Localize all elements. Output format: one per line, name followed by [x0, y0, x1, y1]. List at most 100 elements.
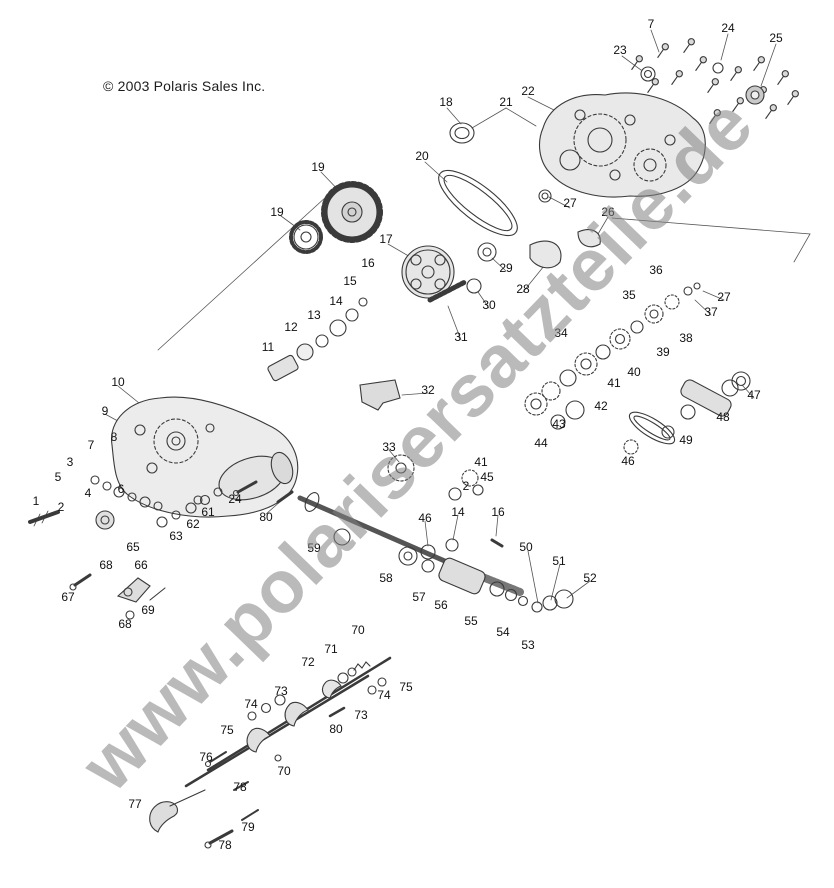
- clutch-sprocket-assembly: [401, 240, 562, 303]
- part-callout-68: 68: [99, 558, 113, 572]
- part-callout-17: 17: [379, 232, 393, 246]
- part-callout-70: 70: [277, 764, 291, 778]
- main-output-shaft: [297, 454, 574, 613]
- part-callout-56: 56: [434, 598, 448, 612]
- part-callout-20: 20: [415, 149, 429, 163]
- part-callout-31: 31: [454, 330, 468, 344]
- part-callout-24: 24: [228, 492, 242, 506]
- part-callout-27: 27: [563, 196, 577, 210]
- part-callout-2: 2: [462, 479, 470, 493]
- part-callout-8: 8: [110, 430, 118, 444]
- left-fastener-chain: [28, 475, 294, 530]
- part-callout-22: 22: [521, 84, 535, 98]
- part-callout-73: 73: [274, 684, 288, 698]
- part-callout-10: 10: [111, 375, 125, 389]
- part-callout-79: 79: [241, 820, 255, 834]
- part-callout-68: 68: [118, 617, 132, 631]
- part-callout-5: 5: [54, 470, 62, 484]
- part-callout-58: 58: [379, 571, 393, 585]
- part-callout-65: 65: [126, 540, 140, 554]
- part-callout-63: 63: [169, 529, 183, 543]
- part-callout-7: 7: [647, 17, 655, 31]
- part-callout-57: 57: [412, 590, 426, 604]
- part-callout-15: 15: [343, 274, 357, 288]
- part-callout-2: 2: [57, 500, 65, 514]
- part-callout-11: 11: [261, 340, 275, 354]
- part-callout-23: 23: [613, 43, 627, 57]
- part-callout-41: 41: [607, 376, 621, 390]
- part-callout-36: 36: [649, 263, 663, 277]
- part-callout-74: 74: [377, 688, 391, 702]
- copyright-notice: © 2003 Polaris Sales Inc.: [103, 78, 266, 94]
- input-shaft-parts: [267, 297, 368, 382]
- part-callout-78: 78: [218, 838, 232, 852]
- breather-bracket: [69, 573, 166, 620]
- part-callout-47: 47: [747, 388, 761, 402]
- part-callout-12: 12: [284, 320, 298, 334]
- part-callout-72: 72: [301, 655, 315, 669]
- part-callout-6: 6: [117, 482, 125, 496]
- part-callout-75: 75: [399, 680, 413, 694]
- part-callout-32: 32: [421, 383, 435, 397]
- part-callout-41: 41: [474, 455, 488, 469]
- part-callout-59: 59: [307, 541, 321, 555]
- part-callout-16: 16: [491, 505, 505, 519]
- part-callout-1: 1: [32, 494, 40, 508]
- mount-bracket: [359, 379, 401, 411]
- part-callout-19: 19: [311, 160, 325, 174]
- right-crankcase-half: [538, 92, 706, 248]
- right-gear-train: [524, 282, 701, 430]
- part-callout-7: 7: [87, 438, 95, 452]
- part-callout-3: 3: [66, 455, 74, 469]
- part-callout-46: 46: [621, 454, 635, 468]
- part-callout-16: 16: [361, 256, 375, 270]
- part-callout-48: 48: [716, 410, 730, 424]
- part-callout-4: 4: [84, 486, 92, 500]
- part-callout-29: 29: [499, 261, 513, 275]
- leader-lines: [104, 29, 811, 604]
- part-callout-38: 38: [679, 331, 693, 345]
- seal-washers-top: [449, 62, 765, 144]
- part-callout-13: 13: [307, 308, 321, 322]
- part-callout-52: 52: [583, 571, 597, 585]
- left-crankcase-half: [111, 396, 299, 518]
- part-callout-46: 46: [418, 511, 432, 525]
- part-callout-28: 28: [516, 282, 530, 296]
- part-callout-34: 34: [554, 326, 568, 340]
- part-callout-50: 50: [519, 540, 533, 554]
- drive-belt: [438, 170, 518, 236]
- part-callout-19: 19: [270, 205, 284, 219]
- part-callout-18: 18: [439, 95, 453, 109]
- part-callout-75: 75: [220, 723, 234, 737]
- part-callout-39: 39: [656, 345, 670, 359]
- part-callout-74: 74: [244, 697, 258, 711]
- part-callout-54: 54: [496, 625, 510, 639]
- part-callout-44: 44: [534, 436, 548, 450]
- part-callout-51: 51: [552, 554, 566, 568]
- part-callout-76: 76: [199, 750, 213, 764]
- part-callout-14: 14: [329, 294, 343, 308]
- part-callout-53: 53: [521, 638, 535, 652]
- part-callout-40: 40: [627, 365, 641, 379]
- part-callout-73: 73: [354, 708, 368, 722]
- right-output-shaft: [623, 371, 751, 455]
- part-callout-71: 71: [324, 642, 338, 656]
- part-callout-45: 45: [480, 470, 494, 484]
- part-callout-24: 24: [721, 21, 735, 35]
- part-callout-66: 66: [134, 558, 148, 572]
- part-callout-33: 33: [382, 440, 396, 454]
- part-callout-70: 70: [351, 623, 365, 637]
- shift-fork-assembly: [149, 656, 392, 849]
- part-callout-43: 43: [552, 417, 566, 431]
- part-callout-77: 77: [128, 797, 142, 811]
- part-callout-61: 61: [201, 505, 215, 519]
- part-callout-30: 30: [482, 298, 496, 312]
- part-callout-80: 80: [329, 722, 343, 736]
- part-callout-80: 80: [259, 510, 273, 524]
- part-callout-27: 27: [717, 290, 731, 304]
- drive-pulley-gears: [289, 181, 383, 254]
- part-callout-25: 25: [769, 31, 783, 45]
